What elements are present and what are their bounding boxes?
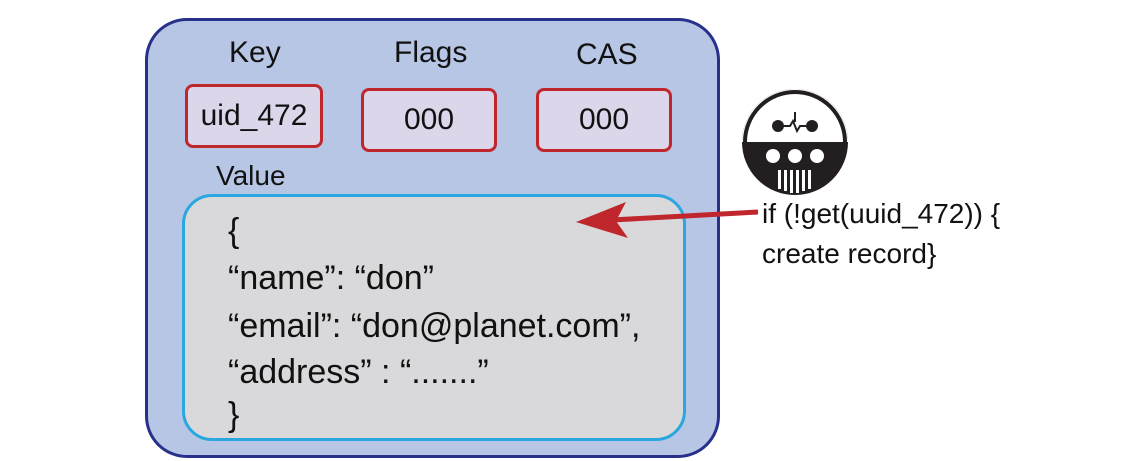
key-field: uid_472	[185, 84, 323, 148]
key-label: Key	[229, 36, 281, 69]
value-line-address: “address” : “.......”	[228, 353, 489, 391]
client-code-line-2: create record}	[762, 238, 937, 269]
cas-value: 000	[578, 103, 630, 136]
value-box	[182, 194, 686, 441]
robot-client-icon	[742, 89, 848, 195]
value-line-email: “email”: “don@planet.com”,	[228, 307, 641, 345]
value-label: Value	[216, 160, 286, 191]
value-line-name: “name”: “don”	[228, 259, 434, 297]
flags-label: Flags	[394, 36, 468, 69]
flags-value: 000	[403, 103, 455, 136]
value-line-close-brace: }	[228, 396, 240, 434]
flags-field: 000	[361, 88, 497, 152]
value-line-open-brace: {	[228, 212, 240, 250]
client-code-line-1: if (!get(uuid_472)) {	[762, 198, 1001, 229]
cas-field: 000	[536, 88, 672, 152]
request-arrow	[576, 202, 759, 238]
cas-label: CAS	[576, 38, 638, 71]
key-value: uid_472	[200, 99, 308, 132]
